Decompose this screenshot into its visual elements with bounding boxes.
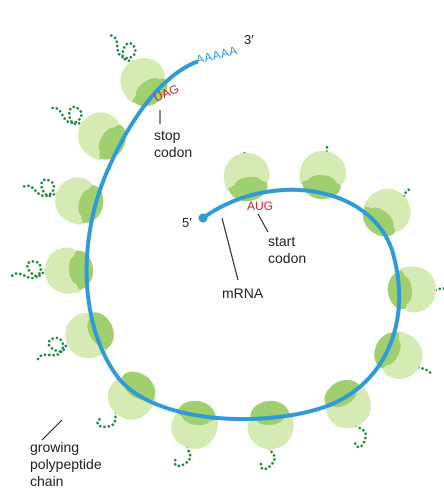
- stop-codon-label-line2: codon: [154, 144, 192, 160]
- ribosomes: [45, 57, 436, 449]
- polypeptide-leader: [41, 419, 63, 441]
- ribosome: [374, 331, 423, 379]
- ribosome-tunnel: [308, 174, 336, 190]
- ribosome-large-subunit: [363, 188, 411, 232]
- ribosome-tunnel: [98, 127, 118, 153]
- mrna-label: mRNA: [222, 285, 264, 301]
- three-prime-label: 3′: [244, 32, 254, 47]
- polypeptide-chain: [51, 105, 92, 129]
- ribosome-tunnel: [370, 207, 394, 229]
- start-codon-leader: [257, 213, 269, 233]
- polypeptide-chain: [409, 361, 434, 377]
- ribosome: [324, 379, 371, 429]
- ribosome: [171, 400, 219, 449]
- ribosome: [77, 112, 127, 161]
- ribosome: [387, 266, 436, 313]
- ribosome: [362, 188, 411, 237]
- polypeptide-chains: [10, 34, 444, 471]
- mrna-5-prime-cap: [198, 213, 208, 223]
- ribosome-tunnel: [135, 78, 161, 98]
- ribosome: [247, 400, 294, 449]
- polypeptide-chain: [10, 260, 56, 280]
- polypeptide-chain: [22, 178, 67, 198]
- ribosome-tunnel: [78, 189, 94, 217]
- stop-codon-label-line1: stop: [154, 127, 181, 143]
- start-codon-label-line2: codon: [268, 250, 306, 266]
- mrna-strand: [84, 60, 402, 422]
- poly-a-tail-label: AAAAA: [194, 43, 239, 67]
- ribosome: [107, 371, 156, 420]
- polypeptide-chain: [396, 188, 413, 204]
- start-codon-label-line1: start: [268, 233, 295, 249]
- ribosome: [120, 57, 168, 107]
- polypeptide-label-line3: chain: [30, 473, 63, 489]
- mrna-leader: [221, 217, 239, 281]
- polypeptide-chain: [36, 336, 77, 361]
- polypeptide-chain: [109, 34, 139, 71]
- ribosome-tunnel: [397, 276, 413, 304]
- ribosome-tunnel: [123, 380, 149, 400]
- ribosome-large-subunit: [120, 57, 165, 103]
- ribosome: [223, 153, 270, 202]
- ribosome-tunnel: [68, 256, 84, 284]
- ribosome: [55, 177, 104, 225]
- start-codon-sequence: AUG: [247, 199, 273, 213]
- five-prime-label: 5′: [182, 215, 192, 230]
- polypeptide-label-line1: growing: [30, 439, 79, 455]
- ribosome-tunnel: [234, 176, 262, 192]
- polypeptide-label-line2: polypeptide: [30, 456, 102, 472]
